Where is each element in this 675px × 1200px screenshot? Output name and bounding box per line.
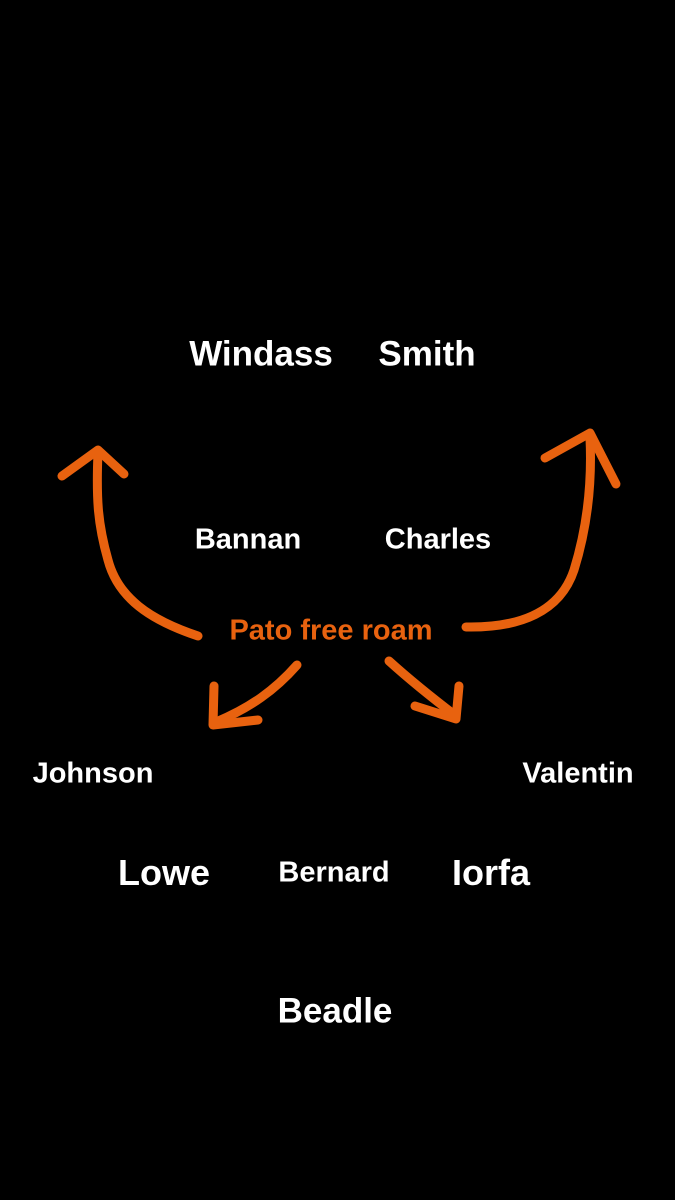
arrow-up-right-head — [540, 428, 621, 489]
player-smith: Smith — [378, 334, 476, 374]
arrow-down-left-head — [208, 681, 263, 730]
player-beadle: Beadle — [277, 991, 393, 1031]
player-iorfa: Iorfa — [451, 852, 531, 893]
arrow-down-right — [384, 656, 461, 721]
player-bannan: Bannan — [194, 523, 302, 556]
pato-free-roam-label: Pato free roam — [229, 614, 433, 647]
arrow-up-left — [92, 447, 203, 641]
arrow-down-right-head — [410, 681, 464, 724]
arrow-up-right — [461, 433, 595, 632]
player-charles: Charles — [384, 523, 492, 556]
arrow-down-left — [211, 660, 302, 727]
player-bernard: Bernard — [278, 856, 390, 889]
player-windass: Windass — [189, 334, 333, 374]
arrow-up-left-head — [57, 445, 129, 481]
player-valentin: Valentin — [522, 757, 634, 790]
player-lowe: Lowe — [117, 852, 211, 893]
player-johnson: Johnson — [32, 757, 154, 790]
